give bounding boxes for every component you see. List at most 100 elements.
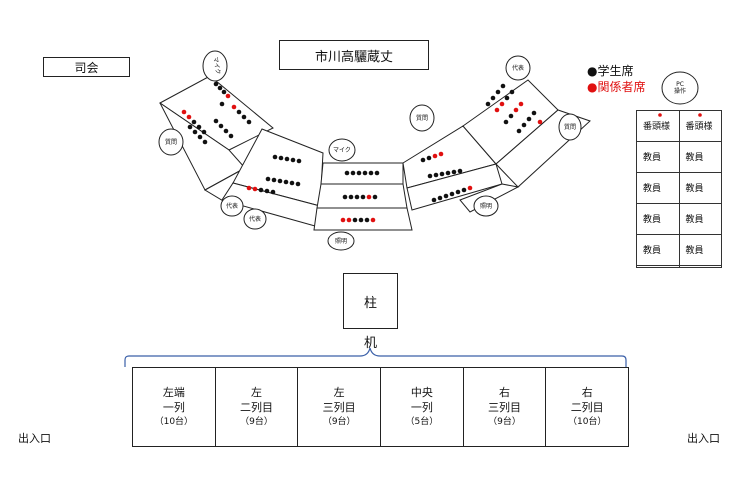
student-seat-dot <box>295 181 301 187</box>
student-seat-dot <box>278 155 284 161</box>
student-seat-dot <box>457 168 463 174</box>
front-row-cell: 右 二列目 （10台） <box>546 367 630 447</box>
student-seat-dot <box>264 188 270 194</box>
legend-student: ●学生席 <box>587 64 634 78</box>
legend-staff: ●関係者席 <box>587 80 646 94</box>
student-seat-dot <box>348 194 354 200</box>
row-line1: 左 <box>251 385 262 399</box>
student-seat-dot <box>358 217 364 223</box>
front-row-cell: 左 三列目 （9台） <box>298 367 382 447</box>
student-seat-dot <box>187 124 193 130</box>
row-line1: 左端 <box>162 385 185 399</box>
student-seat-dot <box>426 155 432 161</box>
table-cell: 教員 <box>678 171 722 204</box>
student-seat-dot <box>504 95 510 101</box>
student-seat-dot <box>374 170 380 176</box>
student-seat-dot <box>521 122 527 128</box>
callout-bubble <box>558 113 582 141</box>
student-seat-dot <box>431 197 437 203</box>
staff-seat-dot <box>494 107 500 113</box>
student-seat-dot <box>277 178 283 184</box>
student-seat-dot <box>236 109 242 115</box>
student-seat-dot <box>350 170 356 176</box>
front-rows: 左端 一列 （10台） 左 二列目 （9台） 左 三列目 （9台） 中央 一列 … <box>132 367 630 447</box>
row-line2: 三列目 <box>488 400 522 414</box>
table-cell: 教員 <box>636 140 680 173</box>
staff-seat-dot <box>246 185 252 191</box>
student-seat-dot <box>213 118 219 124</box>
student-seat-dot <box>495 89 501 95</box>
front-row-cell: 左端 一列 （10台） <box>133 367 216 447</box>
student-seat-dot <box>289 180 295 186</box>
front-row-cell: 左 二列目 （9台） <box>215 367 299 447</box>
student-seat-dot <box>352 217 358 223</box>
staff-seat-dot <box>252 186 258 192</box>
student-seat-dot <box>196 124 202 130</box>
student-seat-dot <box>342 194 348 200</box>
student-seat-dot <box>218 123 224 129</box>
student-seat-dot <box>449 191 455 197</box>
student-seat-dot <box>364 217 370 223</box>
staff-seat-dot <box>340 217 346 223</box>
student-seat-dot <box>271 177 277 183</box>
student-seat-dot <box>241 114 247 120</box>
student-seat-dot <box>191 119 197 125</box>
callout-mic-left: マイク <box>211 56 221 75</box>
student-seat-dot <box>461 187 467 193</box>
row-line2: 一列 <box>410 400 433 414</box>
student-seat-dot <box>344 170 350 176</box>
student-seat-dot <box>508 113 514 119</box>
student-seat-dot <box>443 193 449 199</box>
front-row-cell: 右 三列目 （9台） <box>463 367 547 447</box>
row-line1: 中央 <box>410 385 433 399</box>
staff-seat-dot <box>467 185 473 191</box>
table-cell: 教員 <box>678 233 722 266</box>
mc-label-box: 司会 <box>43 57 130 77</box>
student-seat-dot <box>284 156 290 162</box>
pc-seat-table: 番頭様番頭様 教員教員 教員教員 教員教員 教員教員 <box>636 110 722 269</box>
callout-question-right: 質問 <box>416 114 428 122</box>
student-seat-dot <box>437 195 443 201</box>
pc-seat-dot <box>658 113 662 117</box>
student-seat-dot <box>526 116 532 122</box>
student-seat-dot <box>516 128 522 134</box>
staff-seat-dot <box>513 107 519 113</box>
pc-label-line2: 操作 <box>674 87 686 95</box>
student-seat-dot <box>372 194 378 200</box>
exit-right: 出入口 <box>687 432 720 445</box>
staff-seat-dot <box>370 217 376 223</box>
staff-seat-dot <box>537 119 543 125</box>
student-seat-dot <box>201 129 207 135</box>
table-row: 教員教員 <box>636 233 722 266</box>
student-seat-dot <box>445 170 451 176</box>
row-line1: 右 <box>581 385 593 399</box>
callout-mic-center: マイク <box>333 147 351 154</box>
student-seat-dot <box>213 81 219 87</box>
table-cell <box>678 264 722 269</box>
row-line1: 左 <box>333 385 345 399</box>
callout-bubble <box>243 208 267 230</box>
table-row <box>636 264 722 269</box>
row-line1: 右 <box>499 385 511 399</box>
callout-rep-left2: 代表 <box>249 215 261 223</box>
table-cell: 教員 <box>636 202 680 235</box>
student-seat-dot <box>202 139 208 145</box>
table-row: 教員教員 <box>636 202 722 235</box>
student-seat-dot <box>290 157 296 163</box>
row-count: （10台） <box>154 416 194 427</box>
table-cell <box>636 264 680 269</box>
student-seat-dot <box>503 119 509 125</box>
student-seat-dot <box>296 158 302 164</box>
student-seat-dot <box>221 89 227 95</box>
staff-seat-dot <box>518 101 524 107</box>
student-seat-dot <box>368 170 374 176</box>
row-line2: 二列目 <box>240 400 273 414</box>
student-seat-dot <box>217 85 223 91</box>
staff-seat-dot <box>181 109 187 115</box>
table-row: 教員教員 <box>636 171 722 204</box>
student-seat-dot <box>362 170 368 176</box>
row-line2: 三列目 <box>322 400 356 414</box>
event-title: 市川高驪蔵丈 <box>279 40 429 70</box>
callout-bubble <box>202 50 228 82</box>
staff-seat-dot <box>231 104 237 110</box>
